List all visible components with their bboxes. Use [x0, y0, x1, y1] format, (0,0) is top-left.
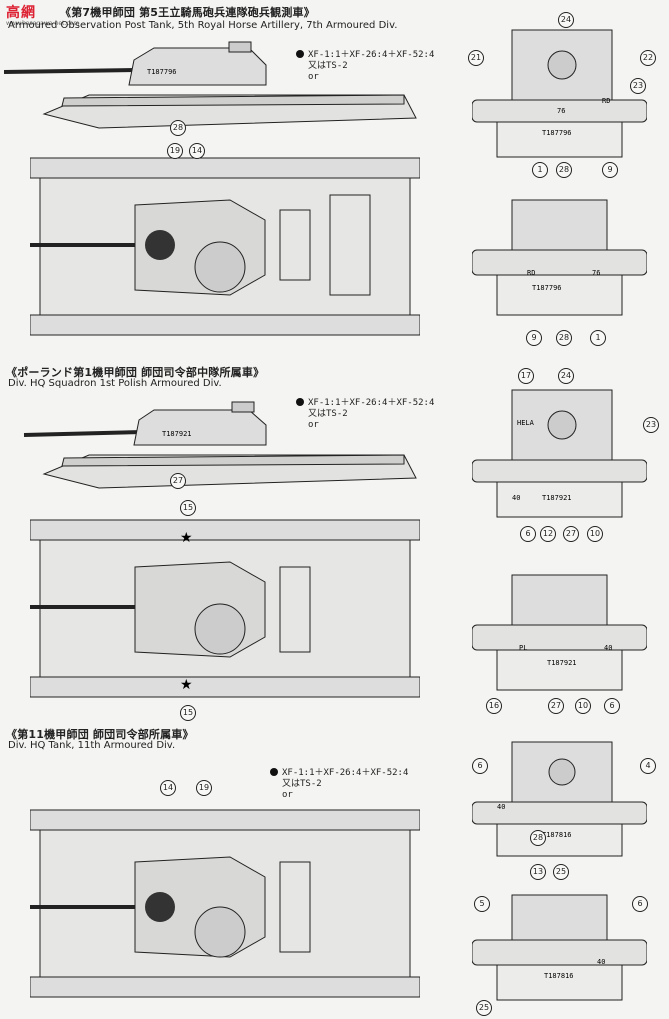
- scheme-1-callout: 9: [602, 162, 618, 178]
- scheme-1-callout: 19: [167, 143, 183, 159]
- scheme-2-front-pl: PL: [519, 644, 527, 652]
- scheme-1-callout: 14: [189, 143, 205, 159]
- scheme-1-front-76: 76: [592, 269, 600, 277]
- scheme-1-callout: 23: [630, 78, 646, 94]
- scheme-3-callout: 6: [632, 896, 648, 912]
- scheme-2: 《ポーランド第1機甲師団 師団司令部中隊所属車》 Div. HQ Squadro…: [0, 360, 669, 721]
- scheme-2-callout: 15: [180, 705, 196, 721]
- scheme-2-front-40: 40: [604, 644, 612, 652]
- scheme-1-callout: 28: [556, 330, 572, 346]
- scheme-3-callout: 4: [640, 758, 656, 774]
- scheme-3-callout: 13: [530, 864, 546, 880]
- scheme-2-callout: 16: [486, 698, 502, 714]
- scheme-2-rear-view: HELA T187921 40: [472, 389, 647, 518]
- scheme-2-callout: 15: [180, 500, 196, 516]
- scheme-2-callout: 10: [587, 526, 603, 542]
- watermark-logo: 高網: [6, 5, 36, 21]
- scheme-2-callout: 23: [643, 417, 659, 433]
- scheme-1-callout: 21: [468, 50, 484, 66]
- scheme-2-callout: 17: [518, 368, 534, 384]
- scheme-3-callout: 14: [160, 780, 176, 796]
- scheme-1-callout: 24: [558, 12, 574, 28]
- scheme-2-callout: 6: [604, 698, 620, 714]
- scheme-2-callout: 10: [575, 698, 591, 714]
- scheme-3-callout: 5: [474, 896, 490, 912]
- scheme-2-rear-40: 40: [512, 494, 520, 502]
- scheme-3-front-view: T187816 40: [472, 894, 647, 1001]
- scheme-1-rear-view: T187796 RD 76: [472, 29, 647, 158]
- scheme-3-title-en: Div. HQ Tank, 11th Armoured Div.: [8, 740, 176, 751]
- scheme-1-callout: 1: [532, 162, 548, 178]
- paint-dot-icon: [270, 768, 278, 776]
- scheme-2-callout: 12: [540, 526, 556, 542]
- scheme-1-front-rd: RD: [527, 269, 535, 277]
- scheme-2-title-jp: 《ポーランド第1機甲師団 師団司令部中隊所属車》: [6, 366, 265, 379]
- scheme-3-rear-40: 40: [497, 803, 505, 811]
- scheme-2-callout: 6: [520, 526, 536, 542]
- scheme-1-callout: 28: [170, 120, 186, 136]
- scheme-1-side-view: T187796: [4, 41, 417, 129]
- scheme-1-title-jp: 《第7機甲師団 第5王立騎馬砲兵連隊砲兵観測車》: [60, 6, 315, 19]
- paint-dot-icon: [296, 398, 304, 406]
- scheme-1-rear-76: 76: [557, 107, 565, 115]
- scheme-2-front-serial: T187921: [547, 659, 577, 667]
- scheme-2-side-serial: T187921: [162, 430, 192, 438]
- scheme-2-side-view: T187921: [23, 401, 417, 489]
- scheme-3-callout: 19: [196, 780, 212, 796]
- svg-text:★: ★: [180, 530, 193, 546]
- scheme-2-title-en: Div. HQ Squadron 1st Polish Armoured Div…: [8, 378, 222, 389]
- scheme-2-callout: 27: [563, 526, 579, 542]
- scheme-3-front-40: 40: [597, 958, 605, 966]
- scheme-1-callout: 28: [556, 162, 572, 178]
- scheme-3: 《第11機甲師団 師団司令部所属車》 Div. HQ Tank, 11th Ar…: [0, 722, 669, 1019]
- scheme-2-paint: XF-1:1＋XF-26:4＋XF-52:4 又はTS-2 or: [296, 398, 434, 431]
- scheme-1-top-view: [30, 157, 420, 336]
- svg-text:★: ★: [180, 677, 193, 693]
- scheme-1-side-serial: T187796: [147, 68, 177, 76]
- scheme-1: 《第7機甲師団 第5王立騎馬砲兵連隊砲兵観測車》 Armoured Observ…: [0, 0, 669, 355]
- scheme-2-top-view: ★ ★: [30, 519, 420, 698]
- scheme-2-callout: 27: [170, 473, 186, 489]
- scheme-3-paint: XF-1:1＋XF-26:4＋XF-52:4 又はTS-2 or: [270, 768, 408, 801]
- scheme-1-rear-serial: T187796: [542, 129, 572, 137]
- scheme-3-callout: 25: [476, 1000, 492, 1016]
- scheme-3-rear-serial: T187816: [542, 831, 572, 839]
- scheme-3-callout: 6: [472, 758, 488, 774]
- scheme-1-callout: 9: [526, 330, 542, 346]
- scheme-2-callout: 27: [548, 698, 564, 714]
- scheme-3-title-jp: 《第11機甲師団 師団司令部所属車》: [6, 728, 194, 741]
- scheme-1-front-view: T187796 RD 76: [472, 199, 647, 316]
- scheme-1-paint: XF-1:1＋XF-26:4＋XF-52:4 又はTS-2 or: [296, 50, 434, 83]
- scheme-3-callout: 28: [530, 830, 546, 846]
- watermark-url: www.hasegawa-net.com: [6, 20, 80, 27]
- scheme-2-rear-hela: HELA: [517, 419, 535, 427]
- scheme-1-title-en: Armoured Observation Post Tank, 5th Roya…: [8, 20, 398, 31]
- paint-dot-icon: [296, 50, 304, 58]
- scheme-1-front-serial: T187796: [532, 284, 562, 292]
- scheme-1-callout: 22: [640, 50, 656, 66]
- scheme-2-rear-serial: T187921: [542, 494, 572, 502]
- scheme-2-callout: 24: [558, 368, 574, 384]
- scheme-3-front-serial: T187816: [544, 972, 574, 980]
- scheme-3-top-view: [30, 809, 420, 998]
- scheme-1-rear-rd: RD: [602, 97, 610, 105]
- scheme-1-callout: 1: [590, 330, 606, 346]
- scheme-2-front-view: T187921 PL 40: [472, 574, 647, 691]
- scheme-3-rear-view: T187816 40: [472, 741, 647, 857]
- scheme-3-callout: 25: [553, 864, 569, 880]
